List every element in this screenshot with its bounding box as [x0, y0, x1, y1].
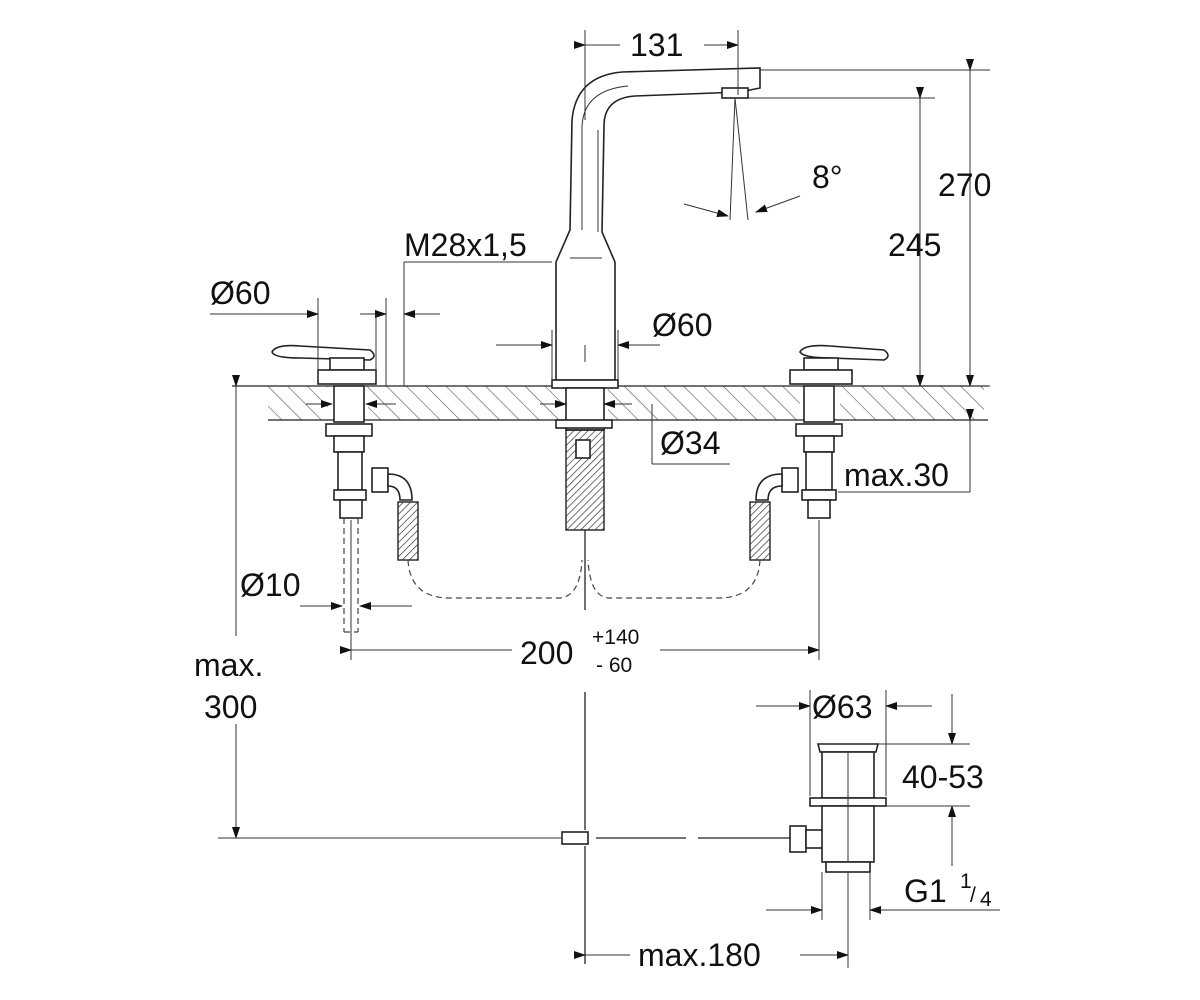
dim-total-height: 270 — [938, 167, 991, 203]
dim-drain-thread-slash: / — [970, 884, 976, 907]
pop-up-waste — [561, 692, 887, 964]
dim-hose-diameter: Ø10 — [240, 567, 300, 603]
dim-spout-reach: 131 — [630, 27, 683, 63]
right-valve — [749, 344, 889, 561]
dim-body-diameter: Ø60 — [652, 307, 712, 343]
supply-hoses — [407, 559, 761, 599]
dim-drain-thread-denominator: 4 — [980, 888, 992, 911]
dim-max-depth-line2: 300 — [204, 689, 257, 725]
dim-spout-height: 245 — [888, 227, 941, 263]
dimension-lines — [210, 30, 1000, 968]
dim-thread: M28x1,5 — [404, 227, 527, 263]
dim-drain-thread-numerator: 1 — [960, 870, 972, 893]
dim-drain-range: 40-53 — [902, 759, 984, 795]
dim-drain-diameter: Ø63 — [812, 689, 872, 725]
dim-spread: 200 — [520, 635, 573, 671]
dimension-labels: 131 270 245 8° M28x1,5 Ø60 Ø60 Ø34 max.3… — [194, 27, 992, 973]
dim-hole-diameter: Ø34 — [660, 425, 720, 461]
dim-handle-diameter: Ø60 — [210, 275, 270, 311]
dim-spout-angle: 8° — [812, 159, 843, 195]
spout-body — [551, 67, 761, 610]
dim-spread-tolerance-upper: +140 — [592, 626, 639, 649]
dim-spread-tolerance-lower: - 60 — [596, 654, 632, 677]
dim-drain-thread-prefix: G1 — [904, 873, 947, 909]
dim-max-depth-line1: max. — [194, 647, 263, 683]
dim-max-rod-reach: max.180 — [638, 937, 761, 973]
left-valve — [271, 344, 419, 633]
dim-max-thickness: max.30 — [844, 457, 949, 493]
